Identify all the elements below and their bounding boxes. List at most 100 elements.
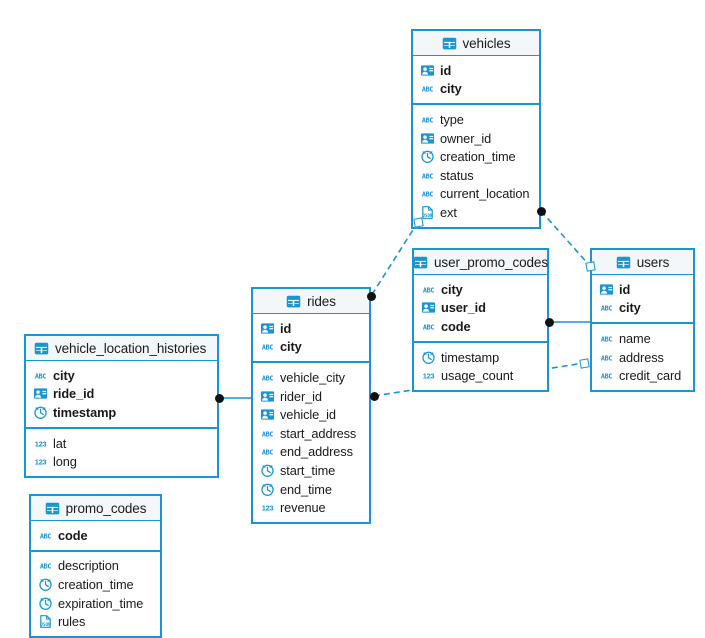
field-row[interactable]: ABC address xyxy=(592,348,693,367)
abc-icon: ABC xyxy=(601,335,613,343)
svg-text:123: 123 xyxy=(423,372,435,381)
field-row[interactable]: ABC city xyxy=(26,366,217,385)
field-name: code xyxy=(441,318,471,334)
relationship-many-marker xyxy=(544,317,554,327)
svg-text:ABC: ABC xyxy=(423,323,435,331)
field-row[interactable]: start_time xyxy=(253,461,369,480)
svg-text:ABC: ABC xyxy=(601,373,613,381)
123-icon: 123 xyxy=(35,458,47,467)
svg-text:ABC: ABC xyxy=(35,372,47,380)
field-name: city xyxy=(53,367,75,383)
field-row[interactable]: rider_id xyxy=(253,387,369,406)
entity-table-header[interactable]: vehicles xyxy=(413,31,539,56)
field-row[interactable]: user_id xyxy=(414,299,547,318)
svg-text:ABC: ABC xyxy=(262,374,274,382)
field-row[interactable]: timestamp xyxy=(26,403,217,422)
relationship-many-marker xyxy=(536,206,546,216)
field-row[interactable]: vehicle_id xyxy=(253,405,369,424)
field-name: code xyxy=(58,527,88,543)
table-icon xyxy=(45,502,59,514)
abc-icon: ABC xyxy=(40,532,52,540)
field-row[interactable]: ABC code xyxy=(414,317,547,336)
field-name: type xyxy=(440,111,464,127)
abc-icon: ABC xyxy=(262,449,274,457)
field-row[interactable]: ride_id xyxy=(26,385,217,404)
svg-text:123: 123 xyxy=(35,458,47,467)
id-card-icon xyxy=(33,388,48,400)
123-icon: 123 xyxy=(423,372,435,381)
field-row[interactable]: ABC credit_card xyxy=(592,366,693,385)
field-name: address xyxy=(619,349,664,365)
field-name: id xyxy=(440,62,452,78)
field-name: creation_time xyxy=(440,149,516,165)
clock-icon xyxy=(34,406,47,419)
entity-table-title: vehicles xyxy=(462,35,511,51)
id-card-icon xyxy=(421,302,436,314)
field-row[interactable]: ABC end_address xyxy=(253,443,369,462)
abc-icon: ABC xyxy=(601,373,613,381)
svg-text:ABC: ABC xyxy=(601,354,613,362)
field-row[interactable]: id xyxy=(253,319,369,338)
field-name: rules xyxy=(58,614,86,630)
entity-table-header[interactable]: vehicle_location_histories xyxy=(26,336,217,361)
entity-table-header[interactable]: promo_codes xyxy=(31,496,160,521)
field-row[interactable]: id xyxy=(592,280,693,299)
relationship-many-marker xyxy=(369,391,379,401)
entity-table-header[interactable]: user_promo_codes xyxy=(413,250,548,275)
field-row[interactable]: creation_time xyxy=(413,147,539,166)
svg-text:123: 123 xyxy=(262,504,274,513)
field-row[interactable]: id xyxy=(413,61,539,80)
svg-text:ABC: ABC xyxy=(262,449,274,457)
abc-icon: ABC xyxy=(601,354,613,362)
field-name: end_address xyxy=(280,444,353,460)
field-name: start_address xyxy=(280,425,357,441)
svg-text:ABC: ABC xyxy=(40,532,52,540)
field-name: credit_card xyxy=(619,368,682,384)
field-row[interactable]: creation_time xyxy=(31,575,160,594)
svg-text:ABC: ABC xyxy=(262,430,274,438)
field-row[interactable]: owner_id xyxy=(413,129,539,148)
field-name: current_location xyxy=(440,186,530,202)
entity-table-title: promo_codes xyxy=(65,500,147,516)
field-name: rider_id xyxy=(280,388,322,404)
field-name: creation_time xyxy=(58,576,134,592)
field-row[interactable]: timestamp xyxy=(414,348,547,367)
entity-table-header[interactable]: users xyxy=(592,250,693,275)
abc-icon: ABC xyxy=(262,344,274,352)
field-row[interactable]: ABC start_address xyxy=(253,424,369,443)
entity-table-header[interactable]: rides xyxy=(253,289,369,314)
svg-text:123: 123 xyxy=(35,439,47,448)
table-icon xyxy=(286,295,301,307)
field-row[interactable]: ABC code xyxy=(31,526,160,545)
clock-icon xyxy=(261,464,274,477)
field-row[interactable]: end_time xyxy=(253,480,369,499)
field-name: timestamp xyxy=(53,404,117,420)
field-row[interactable]: expiration_time xyxy=(31,594,160,613)
abc-icon: ABC xyxy=(423,323,435,331)
